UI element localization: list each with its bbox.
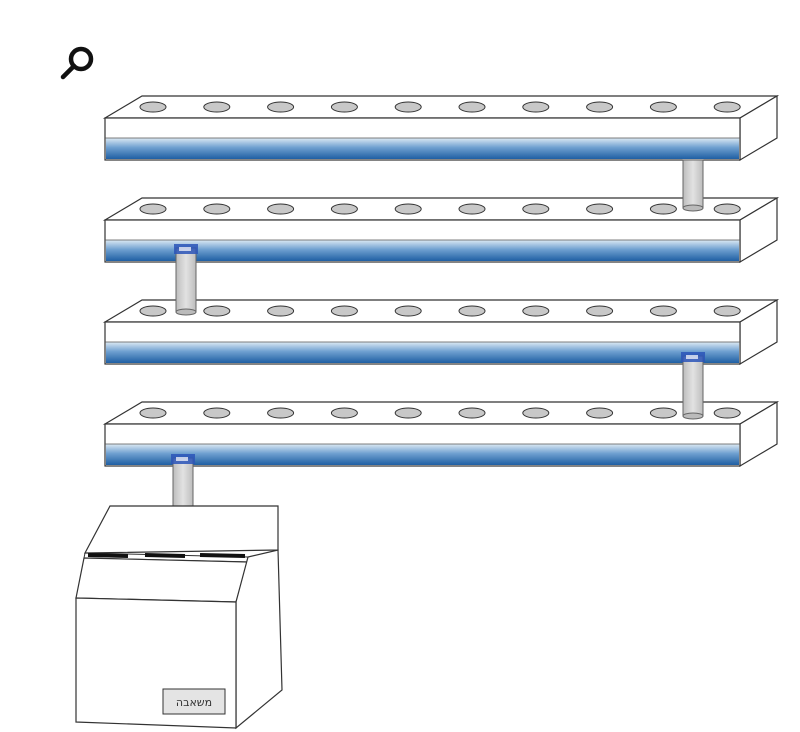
reservoir-lid (83, 505, 279, 554)
connector-tube (682, 159, 704, 212)
net-cup-hole (394, 305, 422, 317)
channel-front-face (104, 423, 741, 467)
net-cup-hole (139, 407, 167, 419)
tube-body (175, 247, 197, 313)
tube-end (175, 308, 197, 316)
net-cup-hole (458, 203, 486, 215)
net-cup-hole (649, 101, 677, 113)
net-cup-hole (586, 305, 614, 317)
reservoir-rim (83, 552, 249, 563)
net-cup-hole (586, 407, 614, 419)
net-cup-hole (203, 101, 231, 113)
net-cup-hole (330, 203, 358, 215)
connector-tube (174, 244, 198, 316)
tube-end (682, 204, 704, 212)
net-cup-hole (203, 407, 231, 419)
channel-top-face (102, 401, 780, 425)
net-cup-hole (330, 101, 358, 113)
pump-label: משאבה (176, 696, 212, 709)
net-cup-hole (267, 101, 295, 113)
grow-channel (102, 196, 780, 264)
tube-body (682, 159, 704, 209)
channel-end-face (739, 400, 778, 468)
grow-channel (102, 94, 780, 162)
net-cup-hole (713, 305, 741, 317)
net-cup-hole (330, 305, 358, 317)
net-cup-hole (649, 305, 677, 317)
search-button[interactable] (56, 42, 100, 86)
rim-seam (87, 553, 129, 558)
water-stripe (106, 138, 739, 159)
net-cup-hole (139, 203, 167, 215)
net-cup-hole (330, 407, 358, 419)
water-stripe (106, 240, 739, 261)
channel-front-face (104, 117, 741, 161)
fitting-highlight (176, 457, 188, 461)
connector-tube (171, 454, 195, 528)
tube-end (172, 520, 194, 528)
channels-layer (102, 94, 780, 468)
channel-front-face (104, 219, 741, 263)
net-cup-hole (267, 305, 295, 317)
rim-seam (144, 553, 186, 558)
net-cup-hole (586, 101, 614, 113)
channel-top-face (102, 299, 780, 323)
water-stripe (106, 342, 739, 363)
reservoir-lid-front (75, 557, 249, 603)
net-cup-hole (458, 305, 486, 317)
net-cup-hole (522, 305, 550, 317)
net-cup-hole (649, 407, 677, 419)
rim-seam (199, 553, 246, 558)
net-cup-hole (267, 407, 295, 419)
net-cup-hole (139, 101, 167, 113)
net-cup-hole (203, 203, 231, 215)
connector-tubes-layer (171, 159, 705, 528)
channel-front-face (104, 321, 741, 365)
reservoir-side (235, 549, 283, 730)
tube-body (682, 355, 704, 417)
tube-fitting (174, 244, 198, 254)
net-cup-hole (394, 407, 422, 419)
net-cup-hole (586, 203, 614, 215)
water-stripe (106, 444, 739, 465)
reservoir-front (75, 597, 237, 729)
net-cup-hole (458, 101, 486, 113)
net-cup-hole (522, 407, 550, 419)
net-cup-hole (394, 101, 422, 113)
grow-channel (102, 298, 780, 366)
pump-label-plate (162, 688, 226, 715)
channel-top-face (102, 197, 780, 221)
channel-end-face (739, 298, 778, 366)
fitting-highlight (686, 355, 698, 359)
channel-top-face (102, 95, 780, 119)
tube-body (172, 457, 194, 525)
connector-tube (681, 352, 705, 420)
net-cup-hole (522, 203, 550, 215)
net-cup-hole (203, 305, 231, 317)
search-icon (60, 46, 94, 80)
tube-fitting (681, 352, 705, 362)
channel-end-face (739, 94, 778, 162)
net-cup-hole (139, 305, 167, 317)
channel-end-face (739, 196, 778, 264)
net-cup-hole (522, 101, 550, 113)
pump-reservoir: משאבה (75, 505, 283, 730)
net-cup-hole (458, 407, 486, 419)
net-cup-hole (713, 203, 741, 215)
net-cup-hole (649, 203, 677, 215)
net-cup-hole (713, 407, 741, 419)
grow-channel (102, 400, 780, 468)
net-cup-hole (267, 203, 295, 215)
net-cup-hole (713, 101, 741, 113)
fitting-highlight (179, 247, 191, 251)
tube-end (682, 412, 704, 420)
net-cup-hole (394, 203, 422, 215)
tube-fitting (171, 454, 195, 464)
